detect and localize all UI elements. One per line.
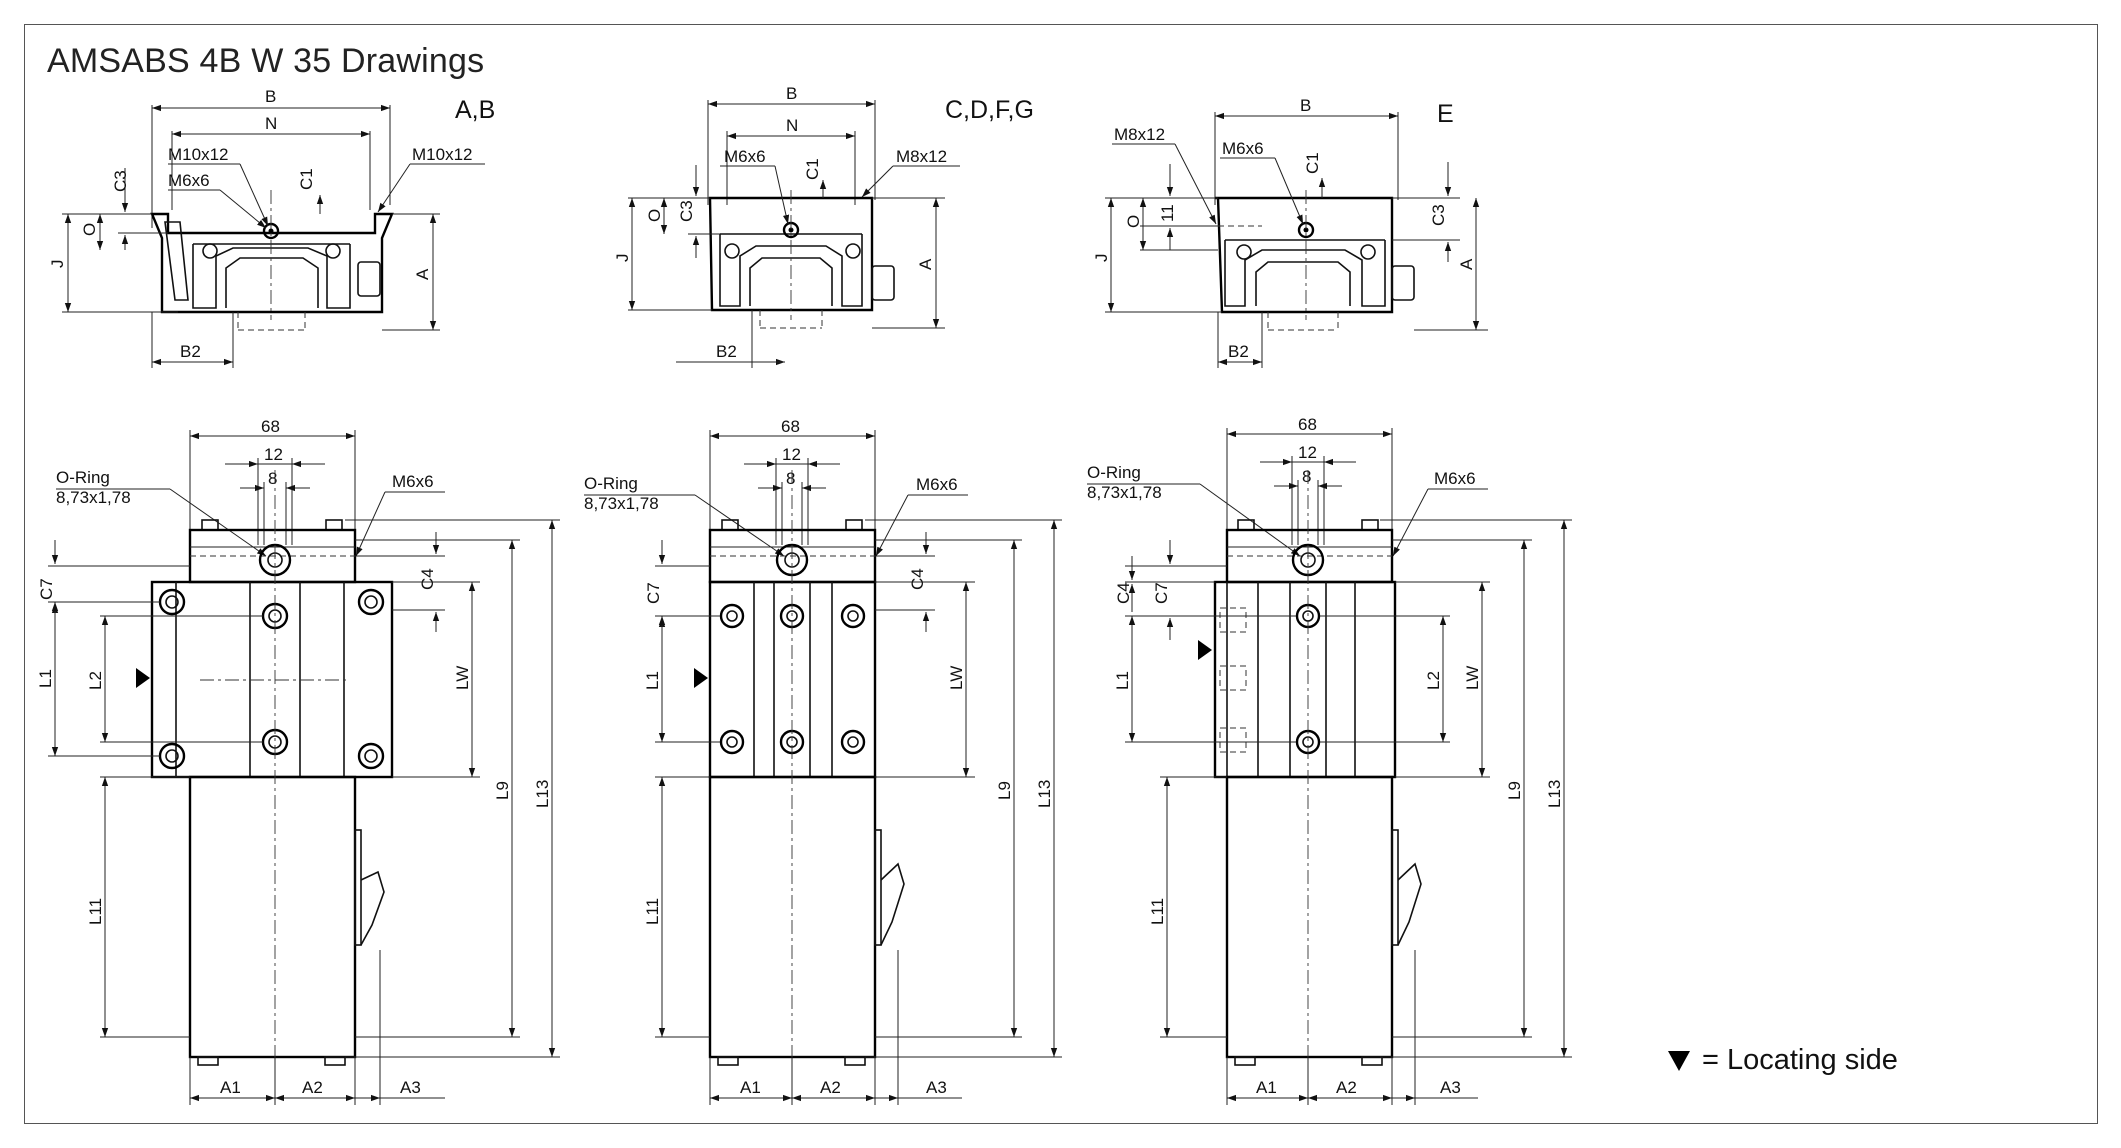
dim-l11: L11 — [1148, 898, 1167, 925]
callout-oring: O-Ring — [584, 474, 638, 493]
dim-68: 68 — [261, 417, 280, 436]
dim-l1: L1 — [643, 671, 662, 690]
callout-m6x6: M6x6 — [1222, 139, 1264, 158]
dim-l1: L1 — [36, 669, 55, 688]
page-title: AMSABS 4B W 35 Drawings — [47, 42, 485, 80]
dim-b: B — [786, 84, 797, 103]
callout-oring: O-Ring — [1087, 463, 1141, 482]
variant-label: E — [1437, 100, 1454, 128]
callout-m6x6: M6x6 — [724, 147, 766, 166]
dim-l9: L9 — [995, 781, 1014, 800]
callout-m8x12: M8x12 — [896, 147, 947, 166]
dim-a3: A3 — [926, 1078, 947, 1097]
dim-68: 68 — [1298, 415, 1317, 434]
dim-a2: A2 — [302, 1078, 323, 1097]
dim-a1: A1 — [220, 1078, 241, 1097]
dim-12: 12 — [264, 445, 283, 464]
legend: = Locating side — [1668, 1044, 1898, 1077]
top-view-ab: A,B B N M10x12 M6x6 M10x12 C1 — [48, 87, 495, 368]
dim-l13: L13 — [1035, 780, 1054, 808]
dim-b2: B2 — [716, 342, 737, 361]
dim-j: J — [613, 254, 632, 263]
dim-8: 8 — [1302, 467, 1311, 486]
dim-l2: L2 — [86, 671, 105, 690]
dim-68: 68 — [781, 417, 800, 436]
callout-oring-size: 8,73x1,78 — [1087, 483, 1162, 502]
dim-8: 8 — [786, 469, 795, 488]
dim-l13: L13 — [1545, 780, 1564, 808]
dim-l11: L11 — [86, 898, 105, 925]
dim-n: N — [786, 116, 798, 135]
callout-m8x12: M8x12 — [1114, 125, 1165, 144]
dim-a2: A2 — [820, 1078, 841, 1097]
dim-c1: C1 — [803, 158, 822, 180]
dim-a: A — [916, 258, 935, 270]
dim-11: 11 — [1158, 204, 1177, 222]
top-view-cdfg: C,D,F,G B N M6x6 M8x12 C1 C3 O J — [613, 84, 1034, 368]
dim-lw: LW — [453, 666, 472, 690]
dim-l11: L11 — [643, 898, 662, 925]
dim-a3: A3 — [1440, 1078, 1461, 1097]
callout-m10x12-right: M10x12 — [412, 145, 472, 164]
dim-a: A — [1457, 258, 1476, 270]
callout-thread: M6x6 — [392, 472, 434, 491]
variant-label: A,B — [455, 96, 495, 124]
top-view-e: E B M8x12 M6x6 C1 C3 11 O — [1092, 96, 1488, 368]
callout-m10x12-left: M10x12 — [168, 145, 228, 164]
dim-a1: A1 — [1256, 1078, 1277, 1097]
down-triangle-icon — [1668, 1050, 1690, 1071]
dim-b2: B2 — [1228, 342, 1249, 361]
dim-c4: C4 — [1114, 582, 1133, 604]
dim-a: A — [413, 268, 432, 280]
dim-n: N — [265, 114, 277, 133]
dim-l2: L2 — [1424, 671, 1443, 690]
dim-c7: C7 — [644, 582, 663, 604]
dim-o: O — [645, 209, 664, 222]
dim-j: J — [48, 260, 67, 269]
dim-c3: C3 — [677, 200, 696, 222]
dim-l1: L1 — [1113, 671, 1132, 690]
side-view-1: 68 12 8 O-Ring 8,73x1,78 M6x6 — [36, 417, 560, 1105]
dim-o: O — [1124, 215, 1143, 228]
dim-b: B — [265, 87, 276, 106]
variant-label: C,D,F,G — [945, 96, 1034, 124]
drawing-frame — [24, 24, 2098, 1124]
callout-m6x6: M6x6 — [168, 171, 210, 190]
dim-l9: L9 — [493, 781, 512, 800]
callout-oring: O-Ring — [56, 468, 110, 487]
dim-c3: C3 — [1429, 204, 1448, 226]
dim-c1: C1 — [297, 168, 316, 190]
dim-c4: C4 — [908, 568, 927, 590]
dim-b2: B2 — [180, 342, 201, 361]
dim-12: 12 — [782, 445, 801, 464]
dim-8: 8 — [268, 469, 277, 488]
callout-thread: M6x6 — [1434, 469, 1476, 488]
dim-lw: LW — [1463, 666, 1482, 690]
dim-c4: C4 — [418, 568, 437, 590]
side-view-2: 68 12 8 O-Ring 8,73x1,78 M6x6 — [584, 417, 1062, 1105]
dim-o: O — [80, 223, 99, 236]
dim-12: 12 — [1298, 443, 1317, 462]
dim-l13: L13 — [533, 780, 552, 808]
dim-j: J — [1092, 254, 1111, 263]
callout-thread: M6x6 — [916, 475, 958, 494]
dim-c7: C7 — [1152, 582, 1171, 604]
side-view-3: 68 12 8 O-Ring 8,73x1,78 M6x6 — [1087, 415, 1572, 1105]
dim-c1: C1 — [1303, 152, 1322, 174]
dim-b: B — [1300, 96, 1311, 115]
dim-a3: A3 — [400, 1078, 421, 1097]
dim-l9: L9 — [1505, 781, 1524, 800]
dim-a1: A1 — [740, 1078, 761, 1097]
dim-a2: A2 — [1336, 1078, 1357, 1097]
dim-c3: C3 — [111, 170, 130, 192]
callout-oring-size: 8,73x1,78 — [56, 488, 131, 507]
callout-oring-size: 8,73x1,78 — [584, 494, 659, 513]
dim-c7: C7 — [37, 578, 56, 600]
legend-text: = Locating side — [1702, 1044, 1898, 1076]
dim-lw: LW — [947, 666, 966, 690]
